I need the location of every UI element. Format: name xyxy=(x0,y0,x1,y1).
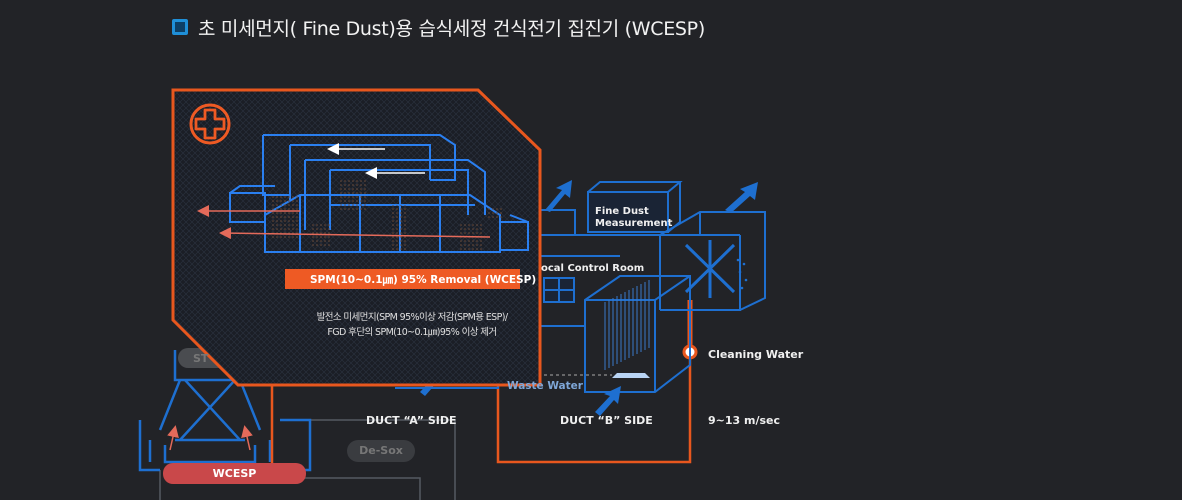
stack-flow-arrows xyxy=(167,425,253,451)
removal-badge-text: SPM(10~0.1㎛) 95% Removal (WCESP) xyxy=(310,274,537,286)
cleaning-water-label: Cleaning Water xyxy=(708,348,804,361)
right-equipment xyxy=(395,181,766,393)
waste-water-label: Waste Water xyxy=(507,380,583,392)
esp-plates xyxy=(604,280,650,370)
stack-tower xyxy=(138,350,312,472)
cleaning-water-loop xyxy=(496,330,692,464)
wcesp-pill xyxy=(163,463,306,484)
fine-dust-label: Fine Dust xyxy=(595,206,649,217)
panel-caption-line2: FGD 후단의 SPM(10~0.1㎛)95% 이상 제거 xyxy=(327,327,497,338)
wcesp-label: WCESP xyxy=(212,467,257,480)
zoom-panel xyxy=(171,88,542,387)
fan-icon xyxy=(684,240,736,298)
velocity-label: 9~13 m/sec xyxy=(708,414,781,427)
waste-water-tray xyxy=(612,373,650,378)
removal-badge-bg xyxy=(285,269,520,289)
control-room-label: ocal Control Room xyxy=(541,263,645,274)
stack-label: ST xyxy=(193,352,209,365)
panel-caption: 발전소 미세먼지(SPM 95%이상 저감(SPM용 ESP)/ FGD 후단의… xyxy=(262,310,562,340)
duct-a-label: DUCT “A” SIDE xyxy=(366,414,457,427)
panel-caption-line1: 발전소 미세먼지(SPM 95%이상 저감(SPM용 ESP)/ xyxy=(316,312,508,323)
square-bullet-icon xyxy=(172,19,188,35)
gas-flow-arrows xyxy=(197,143,491,240)
desox-pill xyxy=(347,440,415,462)
fan-grid xyxy=(736,258,748,290)
duct-b-label: DUCT “B” SIDE xyxy=(560,414,653,427)
desox-label: De-Sox xyxy=(359,444,403,457)
grey-piping xyxy=(159,419,456,500)
page-title: 초 미세먼지( Fine Dust)용 습식세정 건식전기 집진기 (WCESP… xyxy=(172,14,705,40)
page-title-text: 초 미세먼지( Fine Dust)용 습식세정 건식전기 집진기 (WCESP… xyxy=(198,17,705,40)
measurement-label: Measurement xyxy=(595,218,673,229)
plus-circle-icon xyxy=(189,103,231,145)
